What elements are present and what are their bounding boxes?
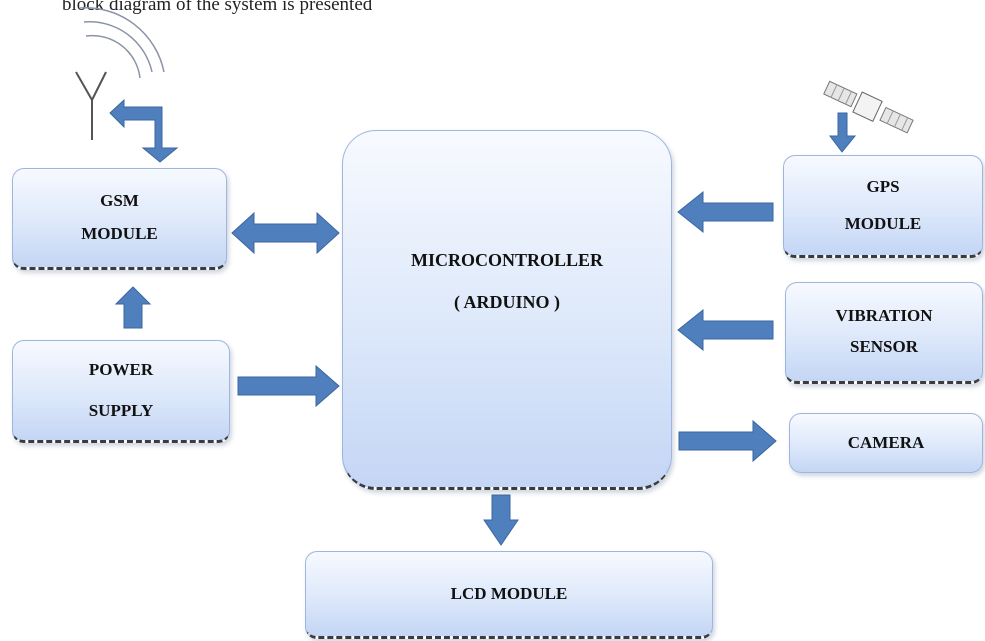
satellite-to-gps-arrow bbox=[829, 112, 857, 153]
camera-block: CAMERA bbox=[789, 413, 983, 473]
figure-caption: block diagram of the system is presented bbox=[62, 0, 373, 15]
power-to-mcu-arrow bbox=[237, 364, 340, 408]
power-label-line2: SUPPLY bbox=[88, 400, 154, 420]
vibration-to-mcu-arrow bbox=[677, 308, 774, 352]
lcd-label: LCD MODULE bbox=[450, 583, 568, 603]
gps-module-block: GPS MODULE bbox=[783, 155, 983, 258]
camera-label: CAMERA bbox=[847, 432, 925, 452]
gps-to-mcu-arrow bbox=[677, 190, 774, 234]
microcontroller-block: MICROCONTROLLER ( ARDUINO ) bbox=[342, 130, 672, 490]
gps-label: GPS bbox=[866, 176, 900, 196]
mcu-to-lcd-arrow bbox=[483, 494, 519, 546]
vibration-sensor-block: VIBRATION SENSOR bbox=[785, 282, 983, 384]
mcu-to-camera-arrow bbox=[678, 419, 777, 463]
gsm-mcu-arrow bbox=[231, 211, 340, 255]
gsm-label: GSM bbox=[100, 191, 139, 211]
power-supply-block: POWER SUPPLY bbox=[12, 340, 230, 443]
power-label: POWER bbox=[88, 359, 154, 379]
antenna-icon bbox=[75, 71, 107, 140]
vibration-label: VIBRATION bbox=[835, 306, 933, 326]
gsm-module-block: GSM MODULE bbox=[12, 168, 227, 270]
arduino-label: ( ARDUINO ) bbox=[454, 291, 560, 312]
lcd-module-block: LCD MODULE bbox=[305, 551, 713, 639]
satellite-icon bbox=[823, 80, 914, 134]
power-to-gsm-arrow bbox=[114, 286, 152, 329]
microcontroller-label: MICROCONTROLLER bbox=[410, 250, 603, 270]
sensor-label: SENSOR bbox=[849, 337, 919, 356]
gps-label-line2: MODULE bbox=[844, 213, 922, 233]
antenna-link-arrow bbox=[109, 98, 179, 163]
gsm-label-line2: MODULE bbox=[81, 224, 158, 243]
signal-waves-icon bbox=[79, 7, 165, 79]
